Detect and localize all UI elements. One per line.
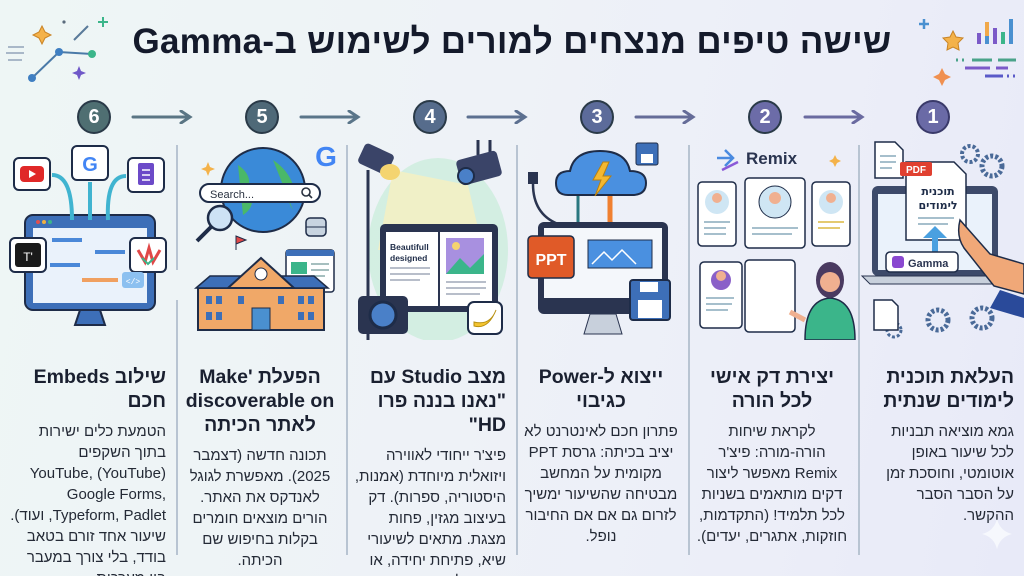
svg-text:Beautifull: Beautifull	[390, 242, 429, 252]
gear-icon	[885, 305, 995, 339]
camera-icon	[358, 296, 408, 334]
arrow-right-icon	[634, 110, 696, 124]
search-bar: Search...	[199, 183, 321, 203]
open-book-icon: Beautifull designed	[380, 224, 498, 312]
network-decoration-icon	[6, 17, 108, 82]
column-divider	[858, 145, 860, 555]
arrow-right-icon	[466, 110, 528, 124]
step-number-5: 5	[245, 100, 279, 134]
step-number-2: 2	[748, 100, 782, 134]
tip-title: שילוב Embeds חכם	[33, 366, 166, 412]
sparkle-icon	[982, 519, 1012, 549]
video-camera-icon	[456, 140, 502, 186]
remix-illustration: Remix	[697, 149, 856, 340]
tip-card-4: Beautifull designed מצב Studio עם "נאנו …	[348, 140, 516, 576]
pdf-badge: PDF	[906, 165, 926, 176]
ppt-file-icon: PPT	[527, 235, 575, 279]
tip-body: פיצ'ר ייחודי לאווירה ויזואלית מיוחדת (אמ…	[354, 447, 506, 576]
tip-title: מצב Studio עם "נאנו בננה פרו HD"	[369, 366, 506, 436]
tip-body: גמא מוציאה תבניות לכל שיעור באופן אוטומט…	[886, 423, 1014, 524]
padlet-icon	[129, 237, 167, 273]
database-icon	[305, 217, 327, 237]
tip-card-3: PPT ייצוא ל-Power כגיבוי פתרון חכם לאינט…	[518, 140, 688, 570]
gamma-badge: Gamma	[885, 251, 959, 273]
tip-title: יצירת דק אישי לכל הורה	[710, 366, 834, 412]
typeform-icon: T'	[9, 237, 47, 273]
discoverable-illustration: Search... G	[193, 141, 337, 331]
tip-text-5: הפעלת 'Make discoverable on לאתר הכיתה ת…	[178, 365, 346, 571]
tip-text-3: ייצוא ל-Power כגיבוי פתרון חכם לאינטרנט …	[518, 365, 688, 547]
teacher-icon	[788, 262, 856, 340]
google-icon: G	[71, 145, 109, 181]
tip-text-6: שילוב Embeds חכם הטמעת כלים ישירות בתוך …	[0, 365, 176, 576]
embeds-illustration: G T' </>	[9, 145, 167, 326]
school-icon	[193, 235, 331, 331]
gear-icon	[960, 144, 1005, 179]
step-number-4: 4	[413, 100, 447, 134]
remix-icon	[717, 149, 739, 172]
document-icon	[874, 141, 904, 179]
gamma-label: Gamma	[908, 258, 949, 270]
arrow-right-icon	[803, 110, 865, 124]
step-number-3: 3	[580, 100, 614, 134]
remix-label: Remix	[746, 149, 798, 168]
studio-illustration: Beautifull designed	[358, 140, 508, 340]
column-divider	[176, 300, 178, 555]
svg-text:G: G	[82, 154, 98, 176]
tip-title: העלאת תוכנית לימודים שנתית	[883, 366, 1014, 412]
magnifier-icon	[195, 204, 234, 243]
cloud-lightning-icon	[554, 149, 648, 197]
tip-title: ייצוא ל-Power כגיבוי	[538, 366, 664, 412]
google-forms-icon	[127, 157, 165, 193]
student-card-icon	[811, 181, 851, 247]
tip-body: פתרון חכם לאינטרנט לא יציב בכיתה: גרסת P…	[524, 423, 678, 545]
svg-text:לימודים: לימודים	[919, 199, 958, 212]
step-number-1: 1	[916, 100, 950, 134]
page-title: שישה טיפים מנצחים למורים לשימוש ב-Gamma	[132, 22, 892, 61]
floppy-disk-icon	[635, 142, 659, 166]
ppt-badge: PPT	[535, 252, 566, 269]
tip-text-4: מצב Studio עם "נאנו בננה פרו HD" פיצ'ר י…	[348, 365, 516, 576]
document-icon	[873, 299, 899, 331]
arrow-right-icon	[131, 110, 193, 124]
chart-decoration-icon	[919, 19, 1016, 86]
tip-text-1: העלאת תוכנית לימודים שנתית גמא מוציאה תב…	[860, 365, 1024, 526]
tip-card-1: PDF תוכנית לימודים Gamma העלאת תוכנית לי…	[860, 140, 1024, 570]
svg-text:תוכנית: תוכנית	[921, 185, 954, 198]
svg-text:</>: </>	[126, 278, 141, 287]
banana-icon	[467, 301, 503, 335]
arrow-right-icon	[299, 110, 361, 124]
tip-card-2: Remix יצירת דק אישי לכל הורה לקראת שיחות…	[690, 140, 858, 570]
pointing-hand-icon	[957, 218, 1024, 318]
column-divider	[346, 145, 348, 555]
column-divider	[688, 145, 690, 555]
column-divider	[176, 145, 178, 270]
svg-text:T': T'	[23, 250, 33, 264]
student-card-icon	[744, 177, 806, 249]
student-card-icon	[697, 181, 737, 247]
upload-illustration: PDF תוכנית לימודים Gamma	[860, 141, 1024, 339]
svg-text:designed: designed	[390, 253, 427, 263]
youtube-icon	[13, 157, 51, 191]
column-divider	[516, 145, 518, 555]
tip-text-2: יצירת דק אישי לכל הורה לקראת שיחות הורה-…	[690, 365, 858, 547]
tip-body: הטמעת כלים ישירות בתוך השקפים (YouTube) …	[10, 423, 166, 576]
tip-card-6: G T' </> שילוב Embeds חכם הטמעת כלים ישי…	[0, 140, 176, 576]
step-number-6: 6	[77, 100, 111, 134]
pdf-document-icon: PDF תוכנית לימודים	[900, 161, 967, 241]
search-placeholder: Search...	[210, 189, 254, 201]
tip-card-5: Search... G הפעלת 'Make discoverable on …	[178, 140, 346, 570]
floppy-disk-icon	[629, 279, 671, 321]
tip-body: תכונה חדשה (דצמבר 2025). מאפשרת לגוגל לא…	[189, 447, 331, 569]
student-card-icon	[699, 261, 743, 329]
export-illustration: PPT	[527, 142, 671, 335]
tip-title: הפעלת 'Make discoverable on לאתר הכיתה	[185, 366, 335, 436]
code-embed-icon: </>	[122, 272, 144, 288]
svg-text:G: G	[315, 141, 337, 172]
google-icon: G	[315, 141, 337, 172]
tip-body: לקראת שיחות הורה-מורה: פיצ'ר Remix מאפשר…	[696, 423, 848, 545]
